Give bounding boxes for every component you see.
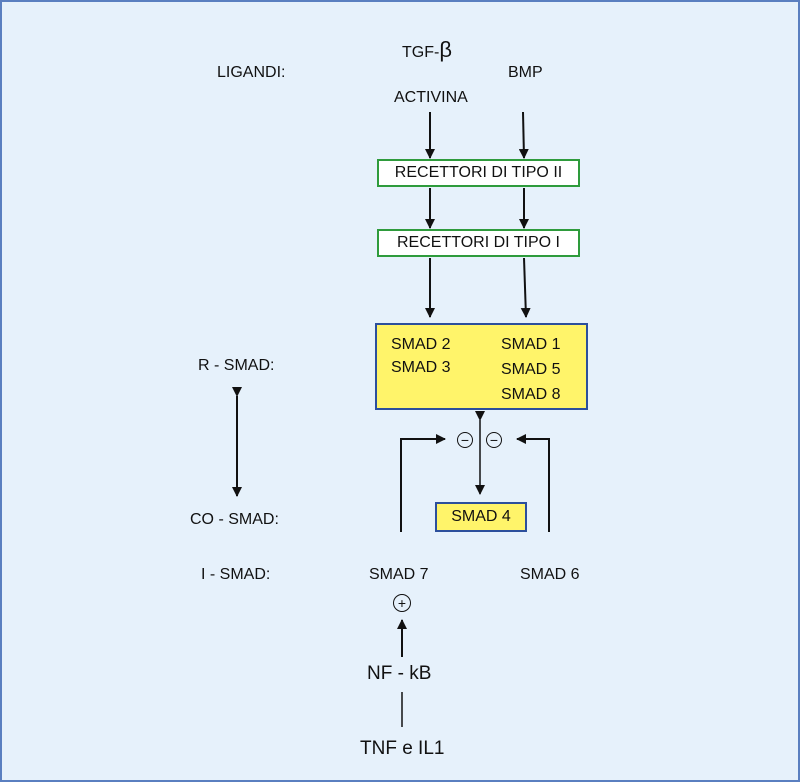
smad6-label: SMAD 6 [520,566,580,583]
minus-sign-icon: − [457,432,473,448]
bmp-label: BMP [508,64,543,81]
smad7-label: SMAD 7 [369,566,429,583]
arrow-smad7-inhibition [400,434,446,532]
tgf-prefix: TGF- [402,44,440,61]
smad4-label: SMAD 4 [451,508,511,525]
r-smad-item: SMAD 1 [501,336,561,353]
r-smad-item: SMAD 3 [391,359,451,376]
tnf-il1-label: TNF e IL1 [360,738,445,759]
minus-sign-icon: − [486,432,502,448]
co-smad-label: CO - SMAD: [190,511,279,528]
receptor-type1-label: RECETTORI DI TIPO I [397,234,560,251]
arrow-bmp-to-type2 [518,111,529,159]
ligands-label: LIGANDI: [217,64,286,81]
r-smad-label: R - SMAD: [198,357,275,374]
r-smad-item: SMAD 8 [501,386,561,403]
arrow-type1-to-rsmad-right [520,257,531,318]
activina-label: ACTIVINA [394,89,468,106]
nfkb-label: NF - kB [367,663,432,684]
receptor-type2-box: RECETTORI DI TIPO II [377,159,580,187]
plus-sign-icon: + [393,594,411,612]
r-smad-box: SMAD 2 SMAD 3 SMAD 1 SMAD 5 SMAD 8 [375,323,588,410]
r-smad-item: SMAD 2 [391,336,451,353]
r-smad-item: SMAD 5 [501,361,561,378]
receptor-type2-label: RECETTORI DI TIPO II [394,164,563,181]
receptor-type1-box: RECETTORI DI TIPO I [377,229,580,257]
smad4-box: SMAD 4 [435,502,527,532]
arrow-smad6-inhibition [516,434,550,532]
beta-symbol: β [439,37,452,62]
tgf-beta-label: TGF-β [402,39,452,61]
i-smad-label: I - SMAD: [201,566,271,583]
